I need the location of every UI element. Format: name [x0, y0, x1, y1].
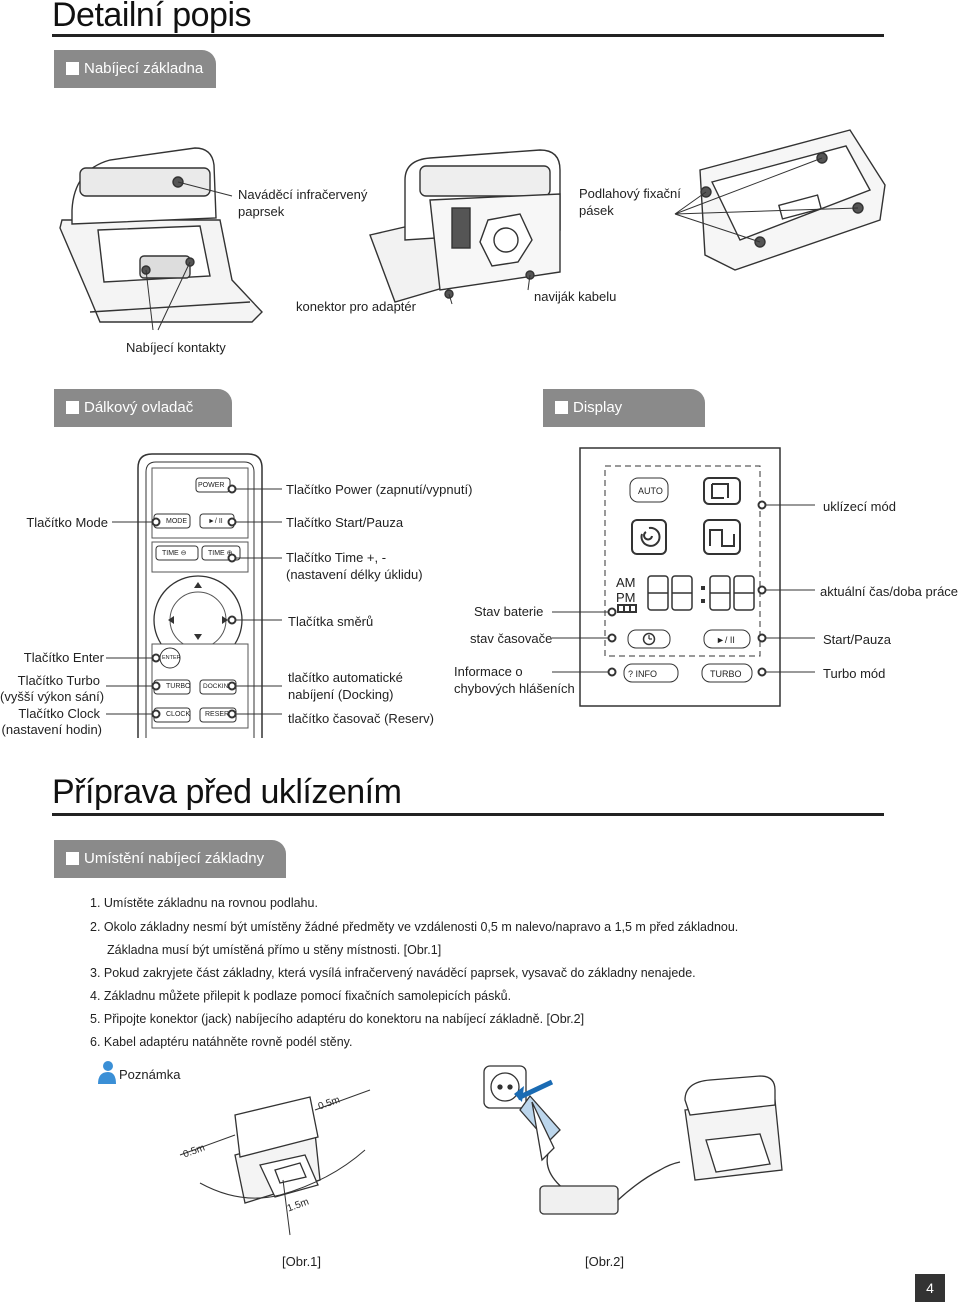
label-timer: stav časovače [470, 631, 553, 646]
step-2b: Základna musí být umístěná přímo u stěny… [107, 943, 442, 957]
note-label: Poznámka [119, 1067, 181, 1082]
tab-label: Umístění nabíjecí základny [84, 850, 265, 867]
label-error-1: Informace o [454, 664, 523, 679]
display-am: AM [616, 575, 636, 590]
label-docking-1: tlačítko automatické [288, 670, 403, 685]
remote-turbo-button: TURBO [166, 683, 191, 690]
display-turbo: TURBO [710, 669, 742, 679]
label-turbo-1: Tlačítko Turbo [17, 673, 100, 688]
fig1-caption: [Obr.1] [282, 1254, 322, 1269]
page-number: 4 [915, 1274, 945, 1302]
callout-cable-reel: naviják kabelu [534, 289, 617, 304]
callout-ir-beam: Naváděcí infračervený paprsek [238, 187, 368, 219]
display-panel [579, 447, 781, 707]
square-icon [66, 401, 79, 414]
note-icon [98, 1061, 116, 1084]
square-icon [66, 62, 79, 75]
label-battery: Stav baterie [474, 604, 544, 619]
remote-enter-button: ENTER [162, 655, 181, 661]
label-current-time: aktuální čas/doba práce [820, 584, 959, 599]
step-1: 1. Umístěte základnu na rovnou podlahu. [90, 896, 318, 910]
label-turbo-2: (vyšší výkon sání) [0, 689, 105, 704]
label-start-pause: Tlačítko Start/Pauza [286, 515, 404, 530]
remote-time-plus-button: TIME ⊕ [208, 550, 233, 557]
remote-time-minus-button: TIME ⊖ [162, 550, 187, 557]
step-6: 6. Kabel adaptéru natáhněte rovně podél … [90, 1035, 353, 1049]
tab-label: Dálkový ovladač [84, 399, 194, 416]
figure-1-placement [179, 1089, 371, 1236]
display-pm: PM [616, 590, 636, 605]
label-docking-2: nabíjení (Docking) [288, 687, 394, 702]
step-3: 3. Pokud zakryjete část základny, která … [90, 966, 696, 980]
base-bottom-view [674, 129, 886, 271]
display-auto-icon: AUTO [638, 486, 663, 496]
label-error-2: chybových hlášeních [454, 681, 575, 696]
step-4: 4. Základnu můžete přilepit k podlaze po… [90, 989, 512, 1003]
figure-2-connection [483, 1065, 783, 1215]
label-power: Tlačítko Power (zapnutí/vypnutí) [286, 482, 473, 497]
label-directions: Tlačítka směrů [288, 614, 374, 629]
display-play-pause: ►/ II [716, 635, 735, 645]
label-cleaning-mode: uklízecí mód [823, 499, 896, 514]
label-clock-2: (nastavení hodin) [1, 722, 102, 737]
section-title-detail: Detailní popis [52, 0, 252, 34]
label-enter: Tlačítko Enter [23, 650, 104, 665]
step-2: 2. Okolo základny nesmí být umístěny žád… [90, 920, 739, 934]
tab-charging-base: Nabíjecí základna [54, 50, 216, 88]
callout-adapter-connector: konektor pro adaptér [296, 299, 416, 314]
base-back-view [369, 149, 561, 305]
square-icon [555, 401, 568, 414]
label-clock-1: Tlačítko Clock [18, 706, 100, 721]
base-front-view [59, 147, 263, 331]
remote-docking-button: DOCKING [203, 683, 234, 690]
label-display-start-pause: Start/Pauza [823, 632, 891, 647]
step-5: 5. Připojte konektor (jack) nabíjecího a… [90, 1012, 585, 1026]
display-info: ? INFO [628, 669, 658, 679]
square-icon [66, 852, 79, 865]
callout-floor-strip: Podlahový fixační pásek [579, 186, 681, 218]
remote-clock-button: CLOCK [166, 711, 191, 718]
remote-power-button: POWER [198, 482, 225, 489]
tab-display: Display [543, 389, 705, 427]
charging-base-illustrations [59, 129, 886, 331]
label-reserv: tlačítko časovač (Reserv) [288, 711, 434, 726]
label-time-2: (nastavení délky úklidu) [286, 567, 423, 582]
remote-mode-button: MODE [166, 518, 187, 525]
tab-placement: Umístění nabíjecí základny [54, 840, 286, 878]
label-turbo-mode: Turbo mód [823, 666, 886, 681]
remote-reserv-button: RESERV [205, 711, 234, 718]
tab-label: Display [573, 399, 623, 416]
tab-remote: Dálkový ovladač [54, 389, 232, 427]
callout-charging-contacts: Nabíjecí kontakty [126, 340, 226, 355]
title-rule [52, 813, 884, 816]
title-rule [52, 34, 884, 37]
label-time-1: Tlačítko Time +, - [286, 550, 387, 565]
section-title-preparation: Příprava před uklízením [52, 773, 402, 811]
label-mode: Tlačítko Mode [26, 515, 108, 530]
tab-label: Nabíjecí základna [84, 60, 204, 77]
remote-play-pause-button: ►/ II [208, 518, 223, 525]
fig2-caption: [Obr.2] [585, 1254, 625, 1269]
